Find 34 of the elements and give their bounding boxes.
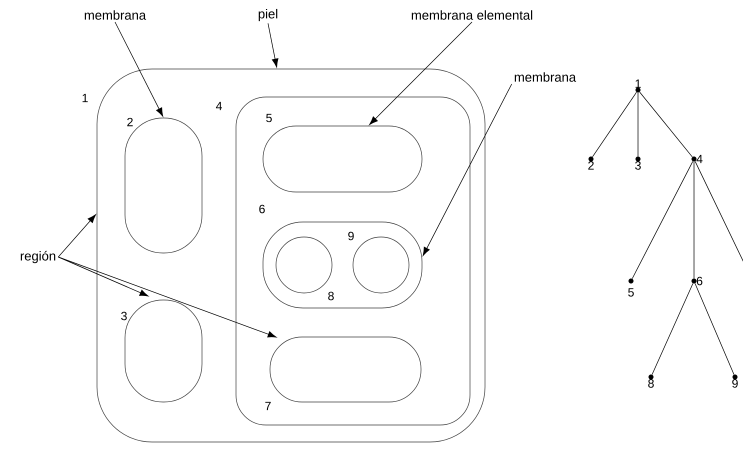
membrane-number: 4 xyxy=(216,102,222,110)
tree-label: 6 xyxy=(696,276,702,286)
tree-branch xyxy=(694,283,734,375)
tree-label: 4 xyxy=(696,154,703,164)
tree-label: 2 xyxy=(588,161,594,170)
annotation-label: piel xyxy=(258,8,278,22)
membrane-number: 1 xyxy=(82,94,88,102)
membrane-number: 5 xyxy=(266,114,272,122)
leader-arrow xyxy=(58,256,148,296)
tree-label: 3 xyxy=(635,161,641,170)
annotation-label: membrana xyxy=(84,10,146,20)
annotation-label: membrana xyxy=(514,72,576,82)
membrane-number: 2 xyxy=(127,118,133,126)
leader-arrow xyxy=(268,22,278,68)
leader-arrow xyxy=(114,22,164,117)
tree-branch xyxy=(632,161,694,279)
leader-arrow xyxy=(58,214,96,258)
membrane-number: 6 xyxy=(259,204,265,214)
tree-label: 9 xyxy=(732,379,738,388)
membrane-number: 8 xyxy=(328,292,334,300)
tree-label: 8 xyxy=(648,379,654,388)
tree-branch xyxy=(652,283,694,375)
leader-arrow xyxy=(422,84,512,256)
tree-label: 5 xyxy=(628,288,634,297)
membrane-number: 3 xyxy=(121,312,127,320)
leader-arrow xyxy=(369,22,472,125)
annotation-label: membrana elemental xyxy=(412,10,532,20)
tree-branch xyxy=(592,92,637,158)
membrane-number: 9 xyxy=(348,232,354,240)
annotation-label: región xyxy=(20,250,56,264)
tree-branch xyxy=(639,92,693,158)
tree-label: 1 xyxy=(636,80,641,88)
leader-arrow xyxy=(58,256,277,338)
membrane-number: 7 xyxy=(265,402,271,410)
